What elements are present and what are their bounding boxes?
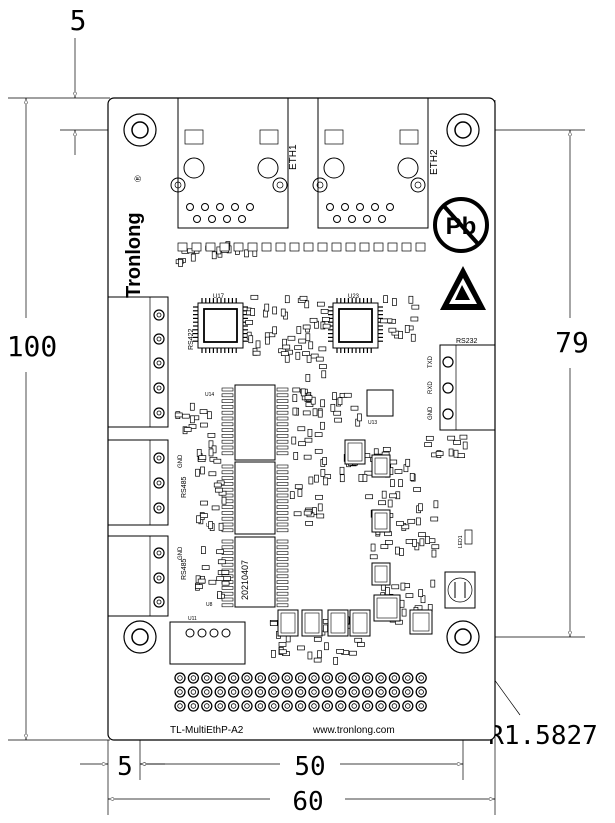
capacitor-c1 [444,571,476,609]
brand-logo: Tronlong [123,212,145,298]
dim-height-total: 100 [7,330,58,363]
date-code: 20210407 [240,560,250,600]
u14-label: U14 [205,392,214,398]
esd-warning-icon [440,266,486,310]
dim-height-holes: 79 [555,326,589,359]
lead-free-text: Pb [446,213,477,240]
rxd-label: RXD [428,381,434,394]
u11-label: U11 [188,616,197,622]
dim-hole-radius: R1.5827 [488,721,598,751]
eth2-label: ETH2 [429,149,440,175]
dim-left-offset: 5 [117,752,133,782]
u23-label: U23 [348,294,360,300]
dim-width-total: 60 [292,787,323,817]
mounting-holes [123,113,480,654]
led1-label: LED1 [458,535,464,548]
eth2-connector [312,97,429,229]
rs422-label: RS422 [188,328,195,350]
rs232-label: RS232 [456,338,478,345]
gnd-label-2: GND [178,546,184,560]
u8-label: U8 [206,602,213,608]
dim-width-holes: 50 [294,752,325,782]
eth1-label: ETH1 [288,144,299,170]
eth1-connector [170,97,289,229]
terminal-block-rs422 [107,296,169,428]
u17-label: U17 [213,294,225,300]
led1 [464,529,473,545]
smd-components [174,241,468,665]
header-u11 [169,621,246,665]
rs485-label-2: RS485 [181,558,188,580]
ic-u23 [328,298,383,353]
u13-label: U13 [368,420,377,426]
transformer-modules [221,384,289,608]
board-outline [107,97,496,741]
gnd-label-1: GND [178,454,184,468]
txd-label: TXD [428,355,434,368]
ic-u17 [193,298,248,353]
website-label: www.tronlong.com [312,725,395,736]
gnd-label-3: GND [428,406,434,420]
brand-registered-mark: ® [133,175,143,182]
model-label: TL-MultiEthP-A2 [170,725,244,736]
rs485-label-1: RS485 [181,476,188,498]
dim-top-offset: 5 [70,4,87,37]
terminal-block-rs485-2 [107,535,169,617]
pin-header-bottom [174,672,427,712]
terminal-block-rs232 [439,344,496,431]
lead-free-logo: Pb [433,197,489,253]
ic-u13 [366,389,394,417]
terminal-block-rs485-1 [107,439,169,526]
